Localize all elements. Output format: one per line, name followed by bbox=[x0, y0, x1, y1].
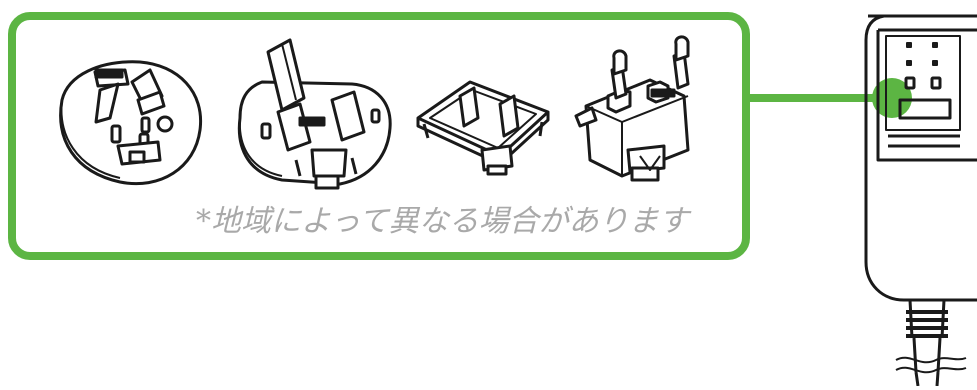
uk-plug-icon bbox=[237, 38, 392, 190]
plug-set-frame bbox=[8, 12, 750, 260]
eu-plug-icon bbox=[574, 35, 690, 182]
connector-dot bbox=[872, 78, 912, 118]
us-plug-icon bbox=[416, 80, 550, 176]
power-adapter-icon bbox=[864, 14, 977, 387]
china-plug-icon bbox=[59, 60, 203, 185]
region-disclaimer: *地域によって異なる場合があります bbox=[196, 204, 689, 239]
